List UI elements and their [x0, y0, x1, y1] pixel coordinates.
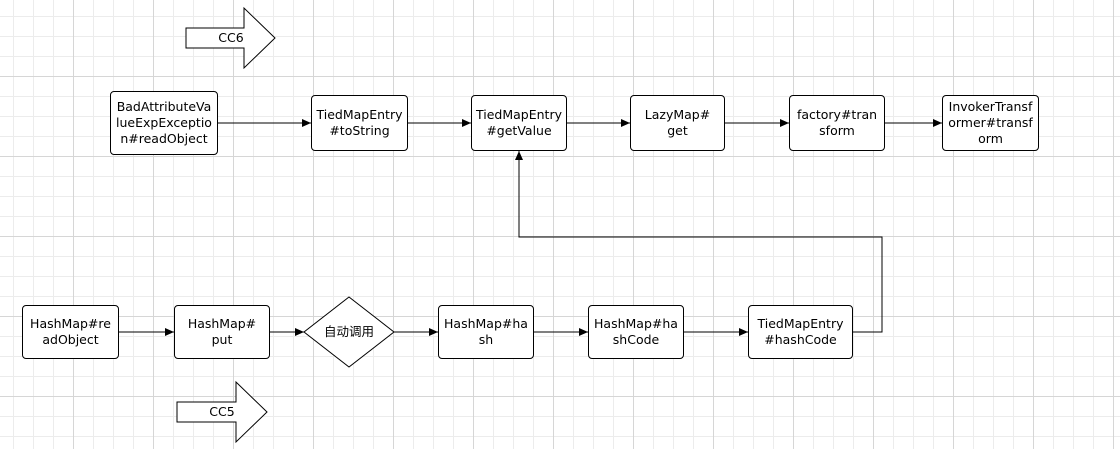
node-lazymap-get[interactable]: LazyMap#get: [630, 95, 725, 151]
node-label: TiedMapEntry#toString: [316, 107, 403, 138]
node-hashmap-put[interactable]: HashMap#put: [174, 305, 270, 359]
node-label: BadAttributeValueExpException#readObject: [116, 99, 212, 146]
edge-tiedhashcode-to-getvalue: [515, 151, 883, 333]
node-badattributevalueexpexception-readobject[interactable]: BadAttributeValueExpException#readObject: [110, 91, 218, 155]
node-label: factory#transform: [796, 107, 878, 138]
node-hashmap-hashcode[interactable]: HashMap#hashCode: [588, 305, 684, 359]
node-label: HashMap#hashCode: [594, 316, 678, 347]
node-label: InvokerTransformer#transform: [948, 99, 1033, 146]
cc6-block-arrow: [185, 6, 276, 70]
node-tiedmapentry-getvalue[interactable]: TiedMapEntry#getValue: [471, 95, 567, 151]
node-hashmap-readobject[interactable]: HashMap#readObject: [22, 305, 119, 359]
node-label: TiedMapEntry#getValue: [476, 107, 562, 138]
node-tiedmapentry-hashcode[interactable]: TiedMapEntry#hashCode: [748, 305, 853, 359]
decision-label: 自动调用: [323, 324, 374, 339]
node-invokertransformer-transform[interactable]: InvokerTransformer#transform: [942, 95, 1039, 151]
decision-diamond: [303, 296, 395, 368]
node-label: HashMap#put: [187, 316, 257, 347]
node-tiedmapentry-tostring[interactable]: TiedMapEntry#toString: [311, 95, 408, 151]
node-label: LazyMap#get: [644, 107, 711, 138]
cc5-label: CC5: [209, 404, 235, 419]
cc6-label: CC6: [218, 30, 244, 45]
node-factory-transform[interactable]: factory#transform: [789, 95, 885, 151]
node-hashmap-hash[interactable]: HashMap#hash: [438, 305, 534, 359]
node-label: TiedMapEntry#hashCode: [757, 316, 844, 347]
node-label: HashMap#readObject: [30, 316, 111, 347]
cc5-block-arrow: [176, 380, 268, 444]
node-label: HashMap#hash: [444, 316, 528, 347]
